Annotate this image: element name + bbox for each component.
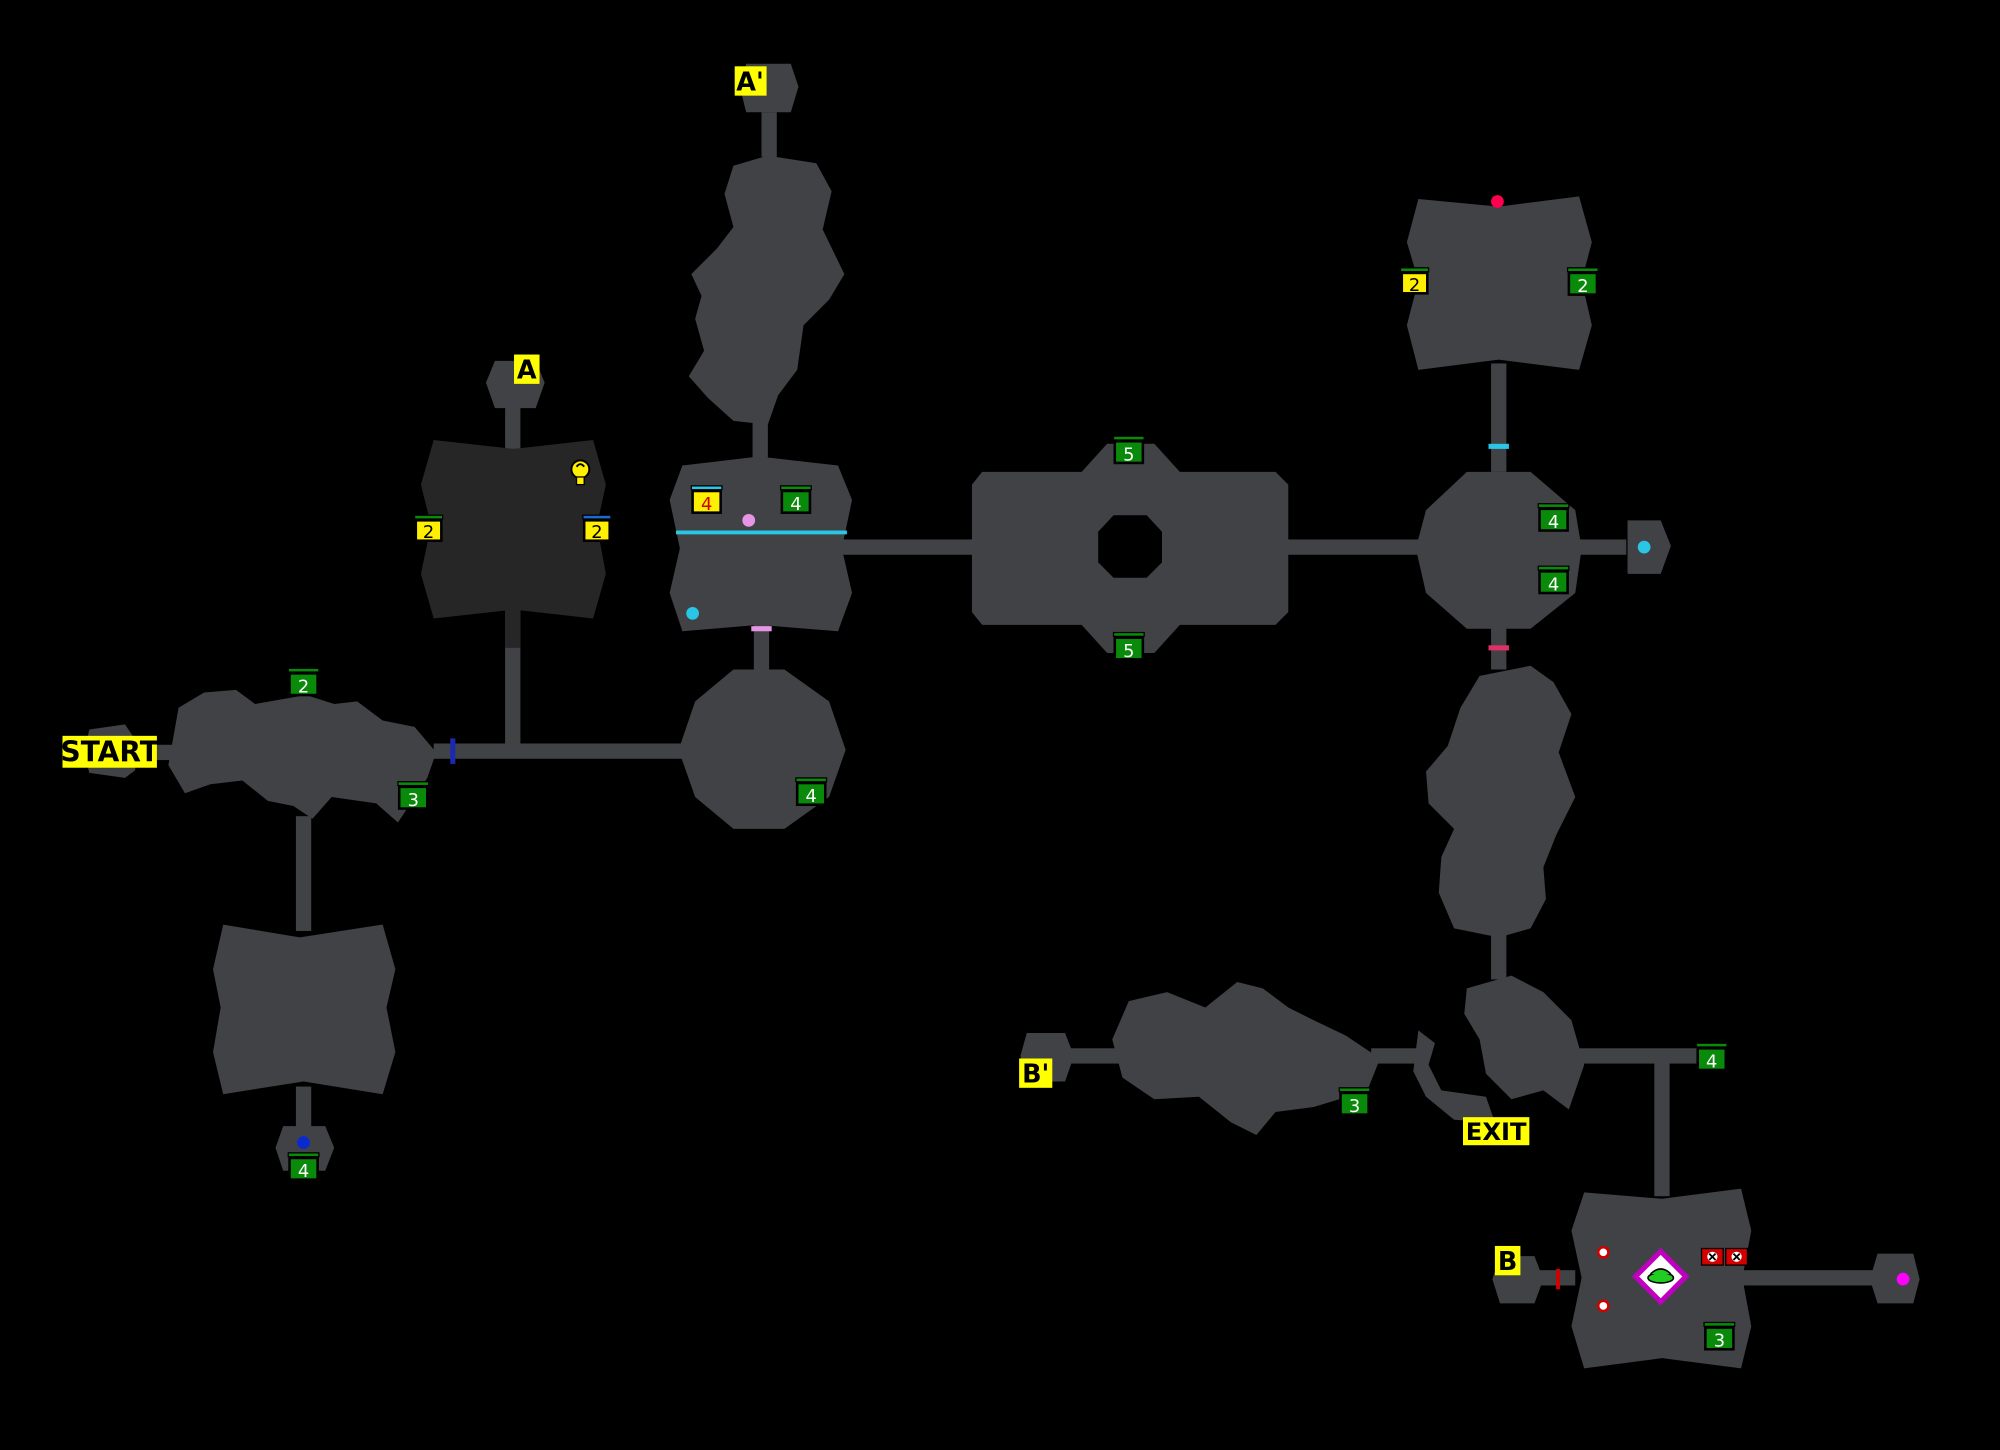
exit-tail <box>1413 1030 1495 1123</box>
chest-value: 4 <box>298 1161 309 1182</box>
chest-icon[interactable]: 2 <box>1399 267 1430 296</box>
chest-value: 2 <box>591 522 602 543</box>
chest-icon[interactable]: 3 <box>1703 1321 1736 1352</box>
chest-value: 5 <box>1123 444 1134 465</box>
red-gate[interactable] <box>1556 1268 1560 1290</box>
chest-value: 4 <box>1706 1051 1717 1072</box>
chest-icon[interactable]: 2 <box>413 514 444 543</box>
chest-icon[interactable]: 2 <box>287 667 320 697</box>
start-label: START <box>61 735 159 768</box>
start-label-text: START <box>61 735 159 768</box>
chest-value: 4 <box>790 494 801 515</box>
blocked-tile-icon[interactable] <box>1700 1247 1724 1266</box>
chest-icon[interactable]: 2 <box>1566 267 1599 297</box>
chest-value: 2 <box>298 676 309 697</box>
south-room <box>213 924 396 1095</box>
chest-icon[interactable]: 3 <box>397 781 430 811</box>
chest-icon[interactable]: 4 <box>1537 503 1570 533</box>
chest-value: 2 <box>1577 276 1588 297</box>
blocked-tile-icon[interactable] <box>1725 1247 1749 1266</box>
blue-door[interactable] <box>450 738 456 764</box>
exit-label-text: EXIT <box>1466 1118 1527 1146</box>
exit-cave <box>1464 975 1585 1110</box>
chest-icon[interactable]: 4 <box>287 1152 320 1182</box>
rooms <box>84 63 1920 1369</box>
orbs <box>297 195 1910 1313</box>
save-point-icon[interactable] <box>1631 1247 1690 1306</box>
a-prime-label: A' <box>734 66 767 98</box>
chest-value: 3 <box>408 790 419 811</box>
chest-value: 4 <box>1548 574 1559 595</box>
chest-icon[interactable]: 5 <box>1112 631 1145 662</box>
chest-value: 4 <box>701 494 712 515</box>
chest-icon[interactable]: 4 <box>779 485 812 515</box>
cyan-orb[interactable] <box>686 607 699 620</box>
b-label-text: B <box>1498 1247 1517 1277</box>
floor-switch-icon[interactable] <box>1596 1245 1610 1259</box>
chest-value: 3 <box>1349 1096 1360 1117</box>
chest-value: 3 <box>1714 1331 1725 1352</box>
east-octagon <box>1415 471 1582 629</box>
chests: 2 3 4 2 2 4 4 4 <box>287 267 1736 1352</box>
cyan-orb[interactable] <box>1637 540 1651 554</box>
doors <box>450 443 1560 1290</box>
lightbulb-icon[interactable] <box>570 459 591 486</box>
blue-orb[interactable] <box>297 1136 310 1150</box>
red-door[interactable] <box>1488 645 1509 651</box>
a-label: A <box>514 354 540 386</box>
exit-label: EXIT <box>1463 1117 1530 1146</box>
pink-door[interactable] <box>751 626 772 632</box>
north-cave <box>688 155 845 425</box>
chest-icon[interactable]: 4 <box>1537 565 1570 595</box>
ne-room <box>1406 196 1592 370</box>
chest-icon[interactable]: 4 <box>795 777 828 807</box>
pink-orb[interactable] <box>742 513 756 527</box>
floor-switch-icon[interactable] <box>1596 1299 1610 1313</box>
b-prime-cave <box>1112 981 1381 1136</box>
center-pillar <box>1098 515 1162 578</box>
b-prime-label-text: B' <box>1022 1060 1049 1090</box>
a-label-text: A <box>517 356 537 386</box>
chest-icon[interactable]: 2 <box>582 514 612 543</box>
chest-icon[interactable]: 4 <box>690 485 723 515</box>
cyan-door[interactable] <box>1488 443 1509 449</box>
east-cave <box>1426 665 1576 938</box>
chest-icon[interactable]: 4 <box>1695 1042 1728 1072</box>
room-a <box>420 439 606 619</box>
map-labels: START A A' B B' EXIT <box>61 66 1530 1277</box>
far-right-alcove <box>1869 1253 1920 1304</box>
b-label: B <box>1494 1245 1521 1277</box>
start-cave <box>168 689 437 823</box>
chest-icon[interactable]: 3 <box>1338 1087 1371 1117</box>
magenta-orb[interactable] <box>1896 1272 1910 1286</box>
corridors <box>153 112 1882 1286</box>
chest-icon[interactable]: 5 <box>1112 435 1145 465</box>
chest-value: 2 <box>423 522 434 543</box>
a-prime-label-text: A' <box>736 68 764 98</box>
chest-value: 5 <box>1123 641 1134 662</box>
crossroad-room <box>669 456 853 632</box>
chest-value: 4 <box>806 786 817 807</box>
red-orb[interactable] <box>1491 195 1504 208</box>
chest-value: 4 <box>1548 512 1559 533</box>
chest-value: 2 <box>1409 275 1420 296</box>
b-prime-label: B' <box>1019 1058 1053 1090</box>
cyan-barrier[interactable] <box>676 530 847 535</box>
